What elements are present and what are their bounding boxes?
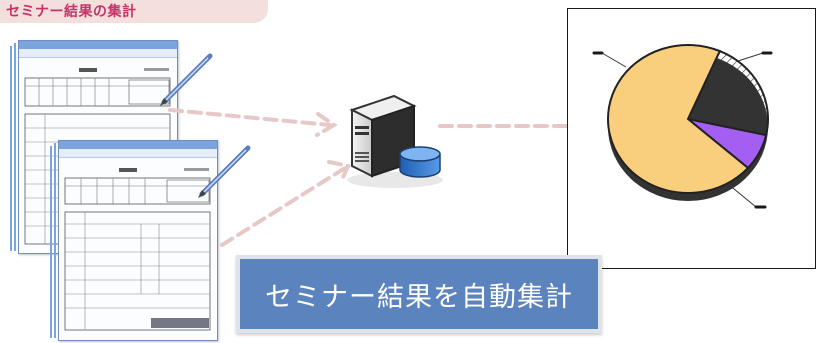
stack-edge bbox=[10, 46, 12, 251]
leader-dashes bbox=[592, 51, 773, 209]
pie-slice bbox=[686, 49, 769, 137]
window-address-bar bbox=[59, 149, 217, 158]
pie-chart bbox=[592, 44, 773, 209]
window-titlebar bbox=[19, 41, 177, 49]
section-title-tab: セミナー結果の集計 bbox=[0, 0, 268, 23]
section-title: セミナー結果の集計 bbox=[6, 4, 137, 20]
arrow-form1-to-server bbox=[168, 108, 338, 137]
window-address-bar bbox=[19, 49, 177, 58]
arrow-form2-to-server bbox=[220, 160, 351, 247]
leader-lines bbox=[601, 52, 764, 208]
pie-slice bbox=[607, 44, 750, 194]
banner-text: セミナー結果を自動集計 bbox=[265, 281, 573, 313]
form-content bbox=[64, 168, 211, 331]
stack-edge bbox=[50, 146, 52, 338]
auto-aggregate-banner: セミナー結果を自動集計 bbox=[236, 255, 602, 333]
pencil-icon bbox=[160, 53, 213, 106]
database-server-icon bbox=[347, 94, 443, 188]
pencil-icon bbox=[198, 145, 251, 198]
stack-edge bbox=[14, 43, 16, 251]
stack-edge bbox=[54, 143, 56, 338]
window-titlebar bbox=[59, 141, 217, 149]
survey-form-window-front bbox=[50, 140, 220, 341]
browser-window bbox=[58, 140, 218, 341]
pie-chart-panel bbox=[567, 8, 816, 269]
